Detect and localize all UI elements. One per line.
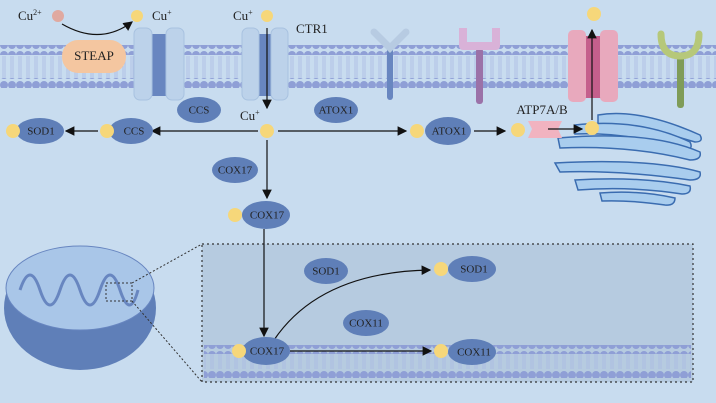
cu-plus-label: Cu+	[240, 108, 260, 123]
svg-text:COX11: COX11	[349, 318, 383, 330]
svg-text:SOD1: SOD1	[27, 126, 55, 138]
atox1-cu-complex: ATOX1	[410, 117, 471, 145]
cu-plus-label: Cu+	[233, 8, 253, 23]
cu-ion	[260, 124, 274, 138]
svg-text:Cu2+: Cu2+	[18, 8, 42, 23]
exported-cu-ion	[587, 7, 601, 21]
svg-text:SOD1: SOD1	[312, 266, 340, 278]
svg-text:ATOX1: ATOX1	[432, 126, 467, 138]
svg-text:ATP7A/B: ATP7A/B	[516, 102, 568, 117]
receptor-purple	[459, 28, 500, 104]
cox17-cu-complex-mito: COX17	[232, 337, 290, 365]
cu2-ion-label: Cu2+	[18, 8, 42, 23]
cu-ion	[585, 121, 599, 135]
atox1-protein: ATOX1	[314, 97, 358, 123]
svg-text:ATOX1: ATOX1	[319, 105, 354, 117]
svg-text:COX11: COX11	[457, 347, 491, 359]
receptor-green	[657, 30, 703, 108]
svg-text:STEAP: STEAP	[74, 48, 114, 63]
atp7ab-transporter: ATP7A/B	[516, 102, 568, 138]
steap-protein: STEAP	[62, 40, 126, 73]
sod1-protein: SOD1	[304, 258, 348, 284]
ccs-protein: CCS	[177, 97, 221, 123]
cu-ion	[261, 10, 273, 22]
svg-text:COX17: COX17	[218, 165, 253, 177]
ccs-cu-complex: CCS	[100, 118, 153, 144]
cu-ion	[131, 10, 143, 22]
cu-plus-label: Cu+	[152, 8, 172, 23]
ctr1-label: CTR1	[296, 21, 328, 36]
receptor-blue	[370, 28, 410, 100]
zoom-line	[131, 243, 203, 284]
mitochondrion	[4, 245, 156, 370]
svg-text:CCS: CCS	[124, 126, 145, 138]
cox17-cu-complex: COX17	[228, 201, 290, 229]
transport-channel	[133, 27, 185, 101]
svg-text:COX17: COX17	[250, 346, 285, 358]
cox11-protein: COX11	[343, 310, 389, 336]
golgi-apparatus	[553, 112, 702, 206]
arrow-to-sod1-mito	[273, 265, 432, 341]
cox11-cu-complex: COX11	[434, 339, 496, 365]
cu-ion	[511, 123, 525, 137]
svg-text:COX17: COX17	[250, 210, 285, 222]
copper-exit-channel	[568, 30, 618, 102]
sod1-cu-complex-mito: SOD1	[434, 256, 496, 282]
reduction-arrow	[61, 21, 133, 36]
svg-text:SOD1: SOD1	[460, 264, 488, 276]
cu2-ion	[52, 10, 64, 22]
cox17-protein: COX17	[212, 157, 258, 183]
svg-text:CCS: CCS	[189, 105, 210, 117]
sod1-cu-complex: SOD1	[6, 118, 64, 144]
zoom-line	[131, 300, 203, 383]
